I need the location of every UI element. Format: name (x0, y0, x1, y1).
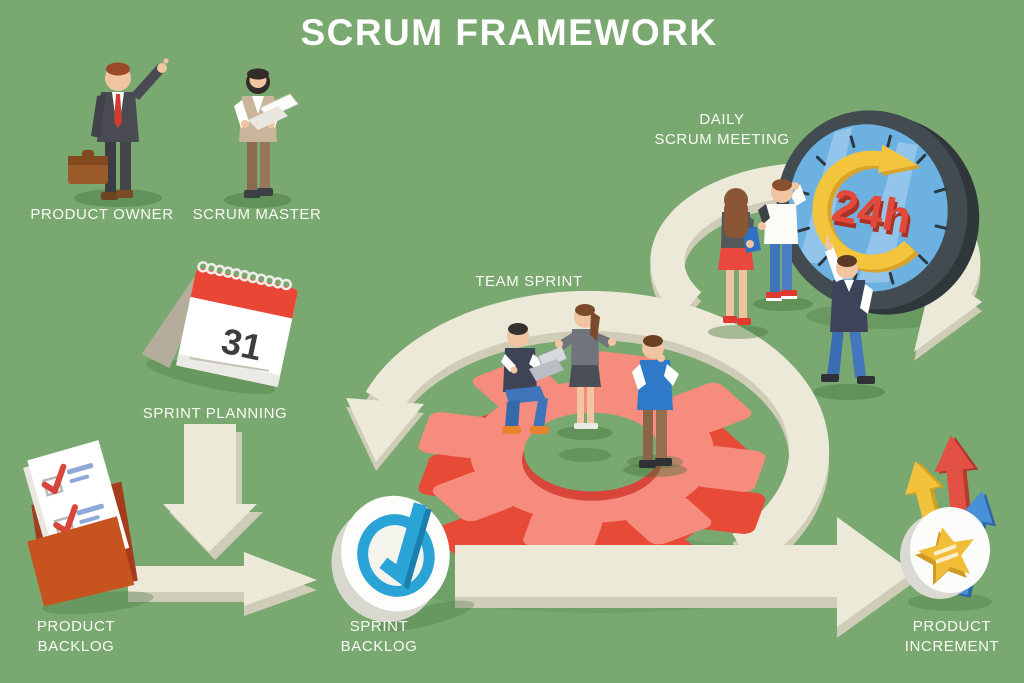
sprint-loop-arrowhead (346, 398, 424, 462)
calendar-spiral (197, 261, 292, 291)
cycle-arrow-icon (812, 144, 922, 273)
blue-vest-man-figure (623, 335, 687, 477)
flow-arrow-backlog (128, 552, 317, 616)
sitting-developer-figure (501, 323, 568, 434)
pointing-man-figure (813, 236, 885, 400)
checkmark (379, 502, 427, 587)
calendar-icon: 31 (141, 261, 298, 395)
daily-scrum-man-figure (753, 179, 813, 311)
label-sprint-backlog: SPRINT BACKLOG (340, 618, 418, 656)
label-product-backlog: PRODUCT BACKLOG (36, 618, 116, 656)
folder-icon (23, 440, 154, 615)
daily-scrum-woman-figure (708, 188, 768, 339)
calendar-header (190, 268, 298, 319)
label-scrum-master: SCRUM MASTER (192, 206, 322, 223)
sprint-loop-circle (365, 290, 830, 568)
scrum-master-figure (224, 68, 299, 208)
calendar-day: 31 (218, 320, 266, 368)
label-product-increment: PRODUCT INCREMENT (904, 618, 1000, 656)
folder-front (27, 516, 135, 607)
label-product-owner: PRODUCT OWNER (30, 206, 174, 223)
check-icon (331, 495, 475, 632)
page-title: SCRUM FRAMEWORK (300, 12, 718, 53)
increment-icon (900, 435, 997, 611)
label-daily-scrum-meeting: DAILY SCRUM MEETING (654, 111, 790, 149)
label-sprint-planning: SPRINT PLANNING (142, 405, 288, 422)
clock-duration: 24h 24h (828, 178, 917, 247)
presenting-woman-figure (555, 304, 616, 440)
star-icon (900, 507, 990, 599)
flow-arrow-planning-down (163, 424, 263, 560)
flow-arrow-bottom-long (455, 517, 913, 638)
label-team-sprint: TEAM SPRINT (475, 273, 583, 290)
product-owner-figure (68, 58, 169, 207)
